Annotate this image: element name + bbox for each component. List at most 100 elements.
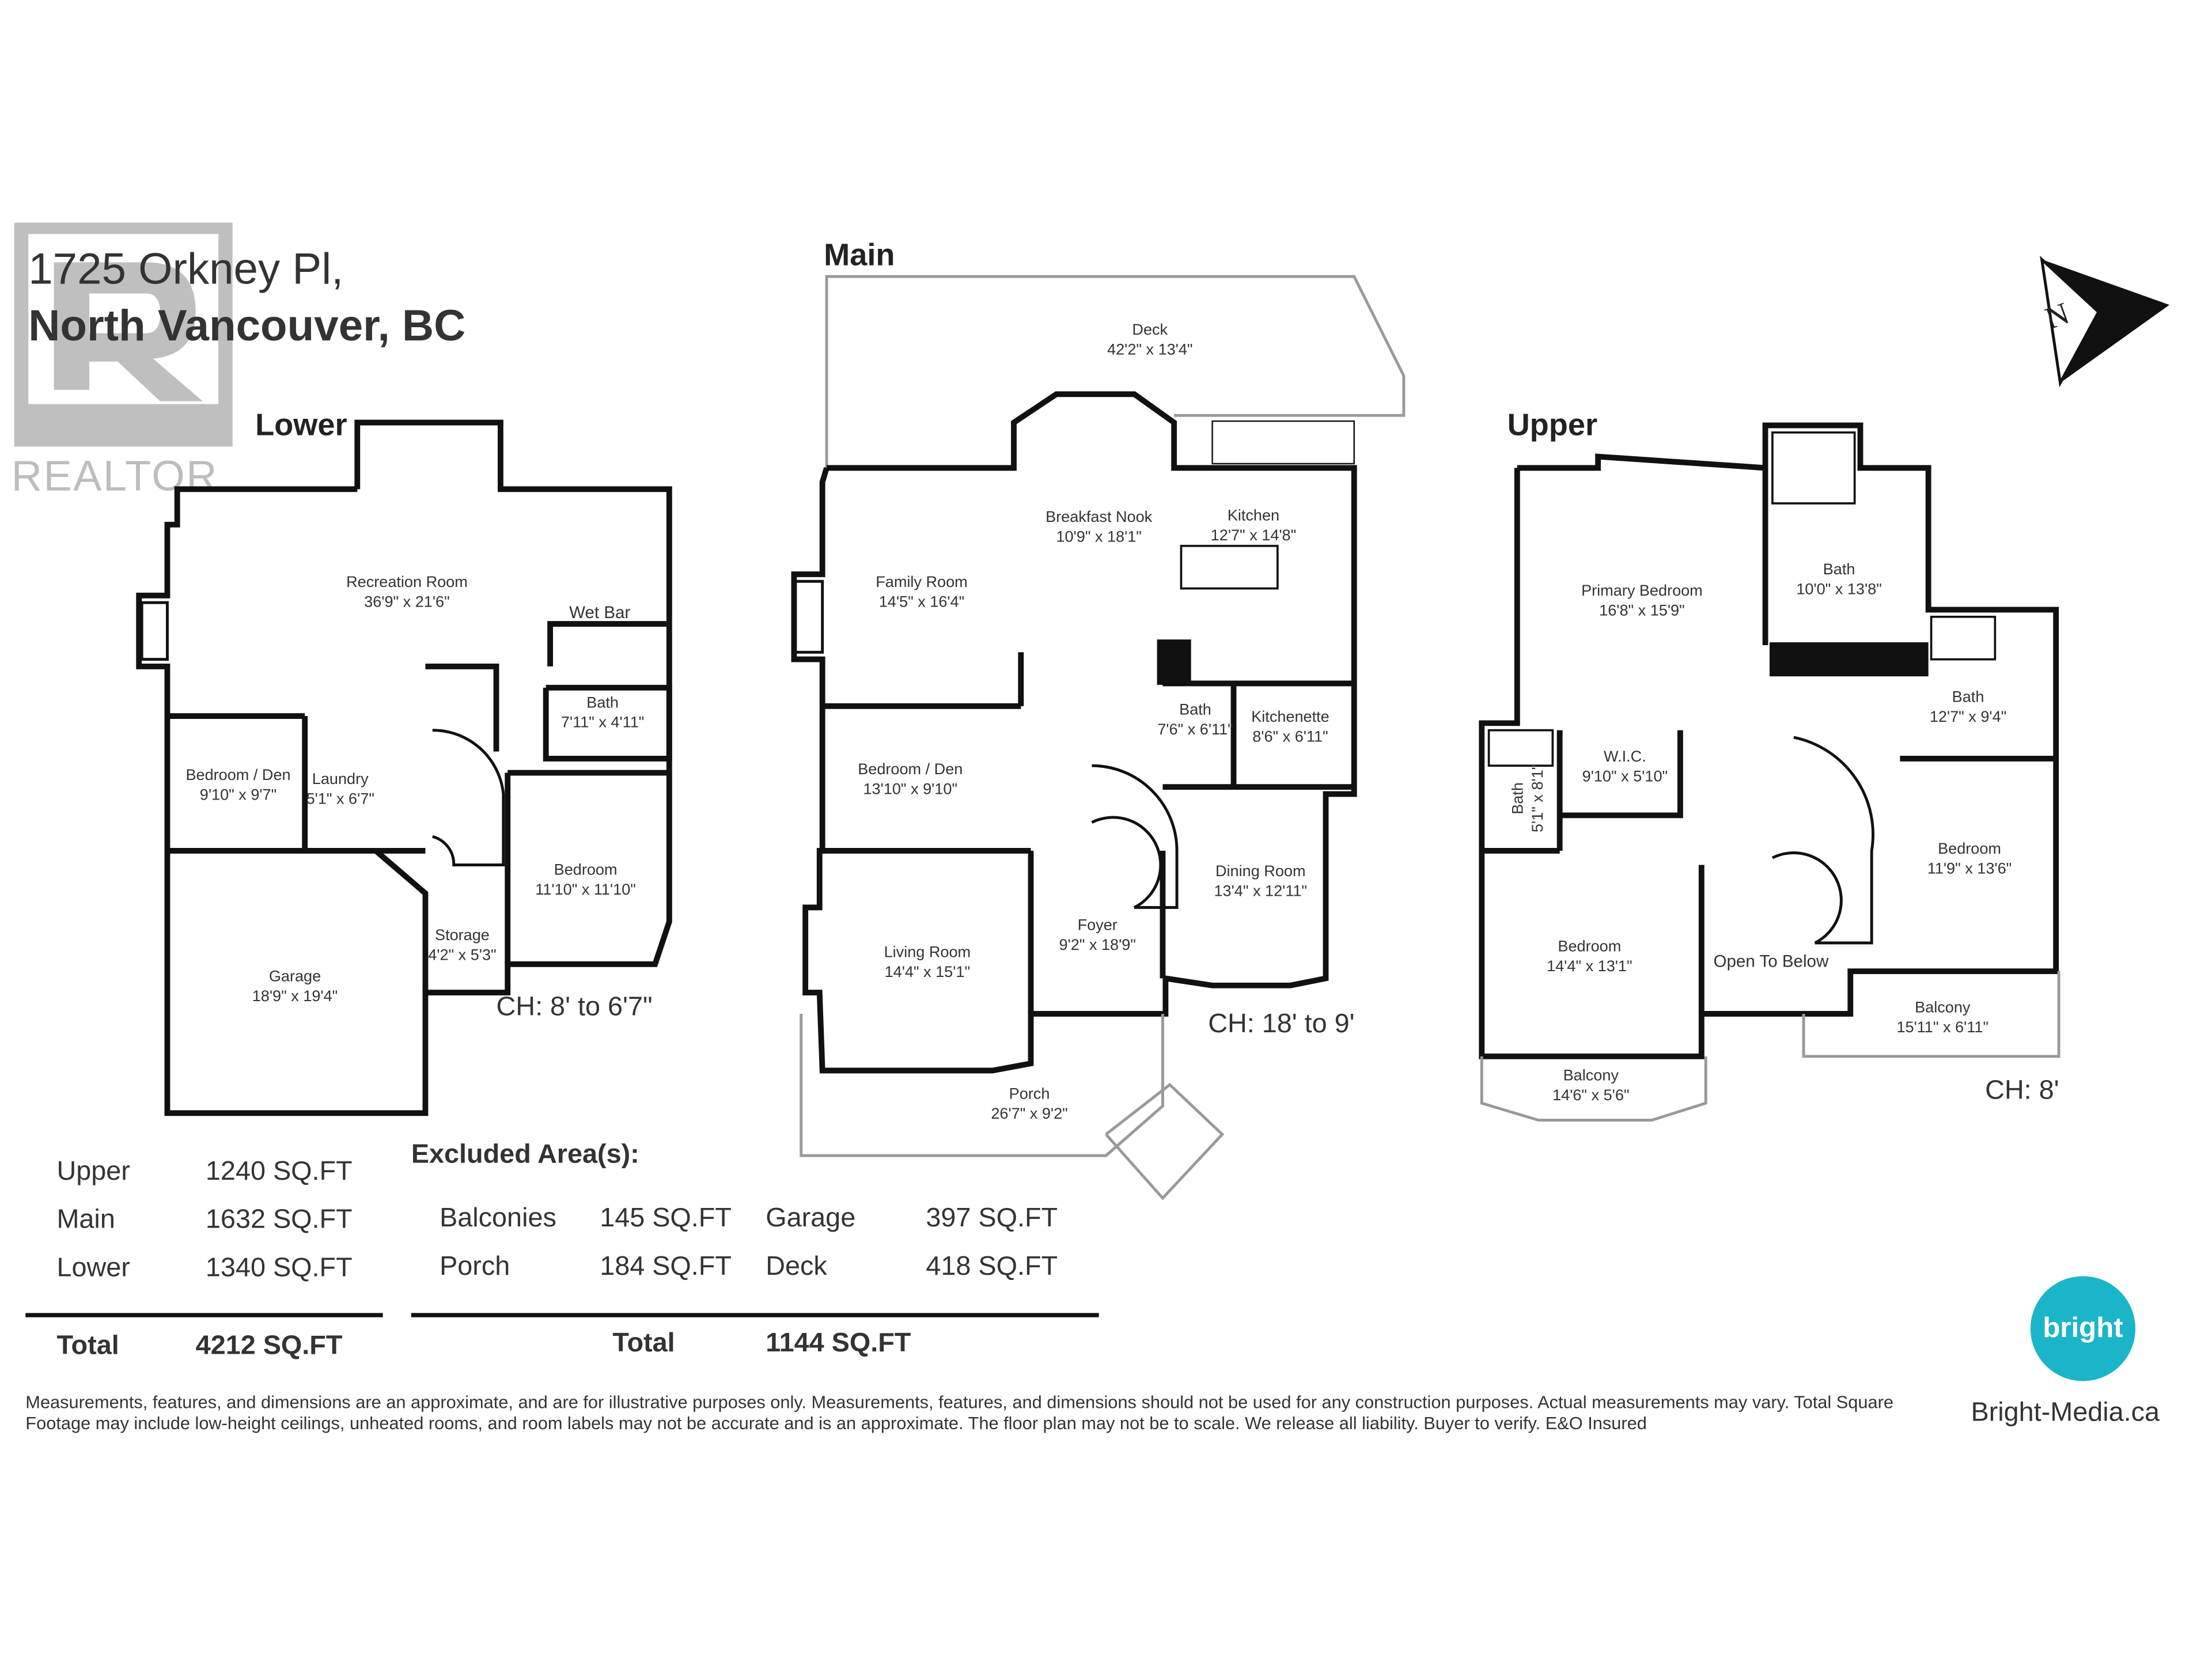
area-label: Main <box>56 1205 115 1235</box>
room-label: Bedroom 14'4" x 13'1" <box>1547 937 1632 977</box>
room-dimensions: 15'11" x 6'11" <box>1896 1019 1989 1037</box>
room-dimensions: 12'7" x 9'4" <box>1929 709 2007 726</box>
room-dimensions: 14'6" x 5'6" <box>1552 1087 1630 1105</box>
logo-text: bright <box>2043 1312 2123 1344</box>
room-dimensions: 9'2" x 18'9" <box>1059 937 1136 955</box>
room-dimensions: 9'10" x 9'7" <box>199 787 277 804</box>
realtor-watermark-text: REALTOR <box>11 453 218 501</box>
room-label: Balcony 14'6" x 5'6" <box>1552 1066 1629 1106</box>
room-dimensions: 10'0" x 13'8" <box>1796 581 1882 599</box>
excluded-area-label: Deck <box>766 1252 827 1282</box>
level-label-lower: Lower <box>255 407 347 442</box>
address-line-1: 1725 Orkney Pl, <box>28 244 344 294</box>
bright-media-logo: bright <box>2030 1276 2136 1381</box>
room-label: Living Room 14'4" x 15'1" <box>884 943 971 983</box>
room-name: Bedroom <box>1558 938 1622 956</box>
room-name: Recreation Room <box>346 574 468 592</box>
room-name: Foyer <box>1077 917 1118 935</box>
room-label: Bedroom / Den 9'10" x 9'7" <box>185 766 290 805</box>
upper-floor-walls <box>1479 422 2061 1122</box>
room-name: Balcony <box>1563 1067 1619 1085</box>
room-label: Open To Below <box>1714 952 1829 971</box>
room-name: Kitchen <box>1227 507 1280 525</box>
room-name: Balcony <box>1915 999 1971 1017</box>
room-name: Bedroom <box>1938 840 2001 858</box>
excluded-area-value: 397 SQ.FT <box>926 1203 1058 1234</box>
room-name: Dining Room <box>1215 863 1306 881</box>
room-label: Kitchenette 8'6" x 6'11" <box>1251 707 1329 747</box>
room-name: Garage <box>268 968 321 986</box>
room-name: Family Room <box>876 574 968 592</box>
room-name: Bath <box>1823 561 1855 579</box>
room-name: Open To Below <box>1713 951 1829 972</box>
room-label: Foyer 9'2" x 18'9" <box>1059 916 1135 956</box>
main-floor-walls <box>791 275 1406 1200</box>
excluded-area-label: Porch <box>440 1252 510 1282</box>
room-name: Bath <box>1510 782 1528 815</box>
address-line-2: North Vancouver, BC <box>28 300 466 350</box>
excluded-area-label: Balconies <box>440 1203 556 1234</box>
room-name: Breakfast Nook <box>1046 509 1153 527</box>
room-name: Bedroom <box>554 862 618 880</box>
excluded-area-value: 184 SQ.FT <box>600 1252 732 1282</box>
room-label: Wet Bar <box>569 603 630 622</box>
disclaimer: Measurements, features, and dimensions a… <box>25 1392 1894 1434</box>
area-label: Upper <box>56 1157 130 1187</box>
room-name: Living Room <box>884 944 971 961</box>
room-dimensions: 14'4" x 15'1" <box>884 964 971 982</box>
room-name: Porch <box>1009 1086 1050 1104</box>
excluded-total-value: 1144 SQ.FT <box>766 1328 911 1359</box>
brand-website: Bright-Media.ca <box>1971 1398 2160 1428</box>
room-name: Bath <box>1179 702 1211 719</box>
level-label-main: Main <box>824 237 895 272</box>
room-dimensions: 18'9" x 19'4" <box>252 988 338 1006</box>
room-dimensions: 7'11" x 4'11" <box>560 714 645 732</box>
room-name: Bath <box>1952 689 1984 706</box>
room-label: Garage 18'9" x 19'4" <box>252 967 338 1007</box>
room-label: Breakfast Nook 10'9" x 18'1" <box>1046 507 1152 547</box>
room-dimensions: 4'2" x 5'3" <box>428 947 497 964</box>
ceiling-height-upper: CH: 8' <box>1985 1076 2059 1106</box>
area-label: Lower <box>56 1253 130 1283</box>
room-dimensions: 13'10" x 9'10" <box>863 781 958 798</box>
room-name: Bedroom / Den <box>185 767 291 785</box>
divider <box>411 1313 1099 1317</box>
room-dimensions: 14'4" x 13'1" <box>1547 958 1633 976</box>
room-dimensions: 8'6" x 6'11" <box>1252 729 1328 746</box>
area-value: 1340 SQ.FT <box>205 1253 353 1283</box>
excluded-total-label: Total <box>612 1328 675 1359</box>
room-label: Bath 12'7" x 9'4" <box>1930 688 2006 728</box>
room-label: Balcony 15'11" x 6'11" <box>1896 998 1988 1038</box>
room-dimensions: 5'1" x 8'1" <box>1529 764 1547 833</box>
room-name: Wet Bar <box>569 603 631 623</box>
room-name: W.I.C. <box>1604 748 1646 766</box>
included-total-value: 4212 SQ.FT <box>195 1331 343 1362</box>
north-arrow-icon: N <box>2035 255 2176 397</box>
room-name: Kitchenette <box>1251 709 1330 726</box>
room-dimensions: 10'9" x 18'1" <box>1056 529 1142 546</box>
level-label-upper: Upper <box>1507 407 1598 442</box>
excluded-areas-title: Excluded Area(s): <box>411 1140 639 1170</box>
room-dimensions: 26'7" x 9'2" <box>991 1105 1068 1123</box>
excluded-area-value: 145 SQ.FT <box>600 1203 732 1234</box>
room-name: Laundry <box>312 771 369 789</box>
room-dimensions: 9'10" x 5'10" <box>1582 768 1668 786</box>
divider <box>25 1313 383 1317</box>
